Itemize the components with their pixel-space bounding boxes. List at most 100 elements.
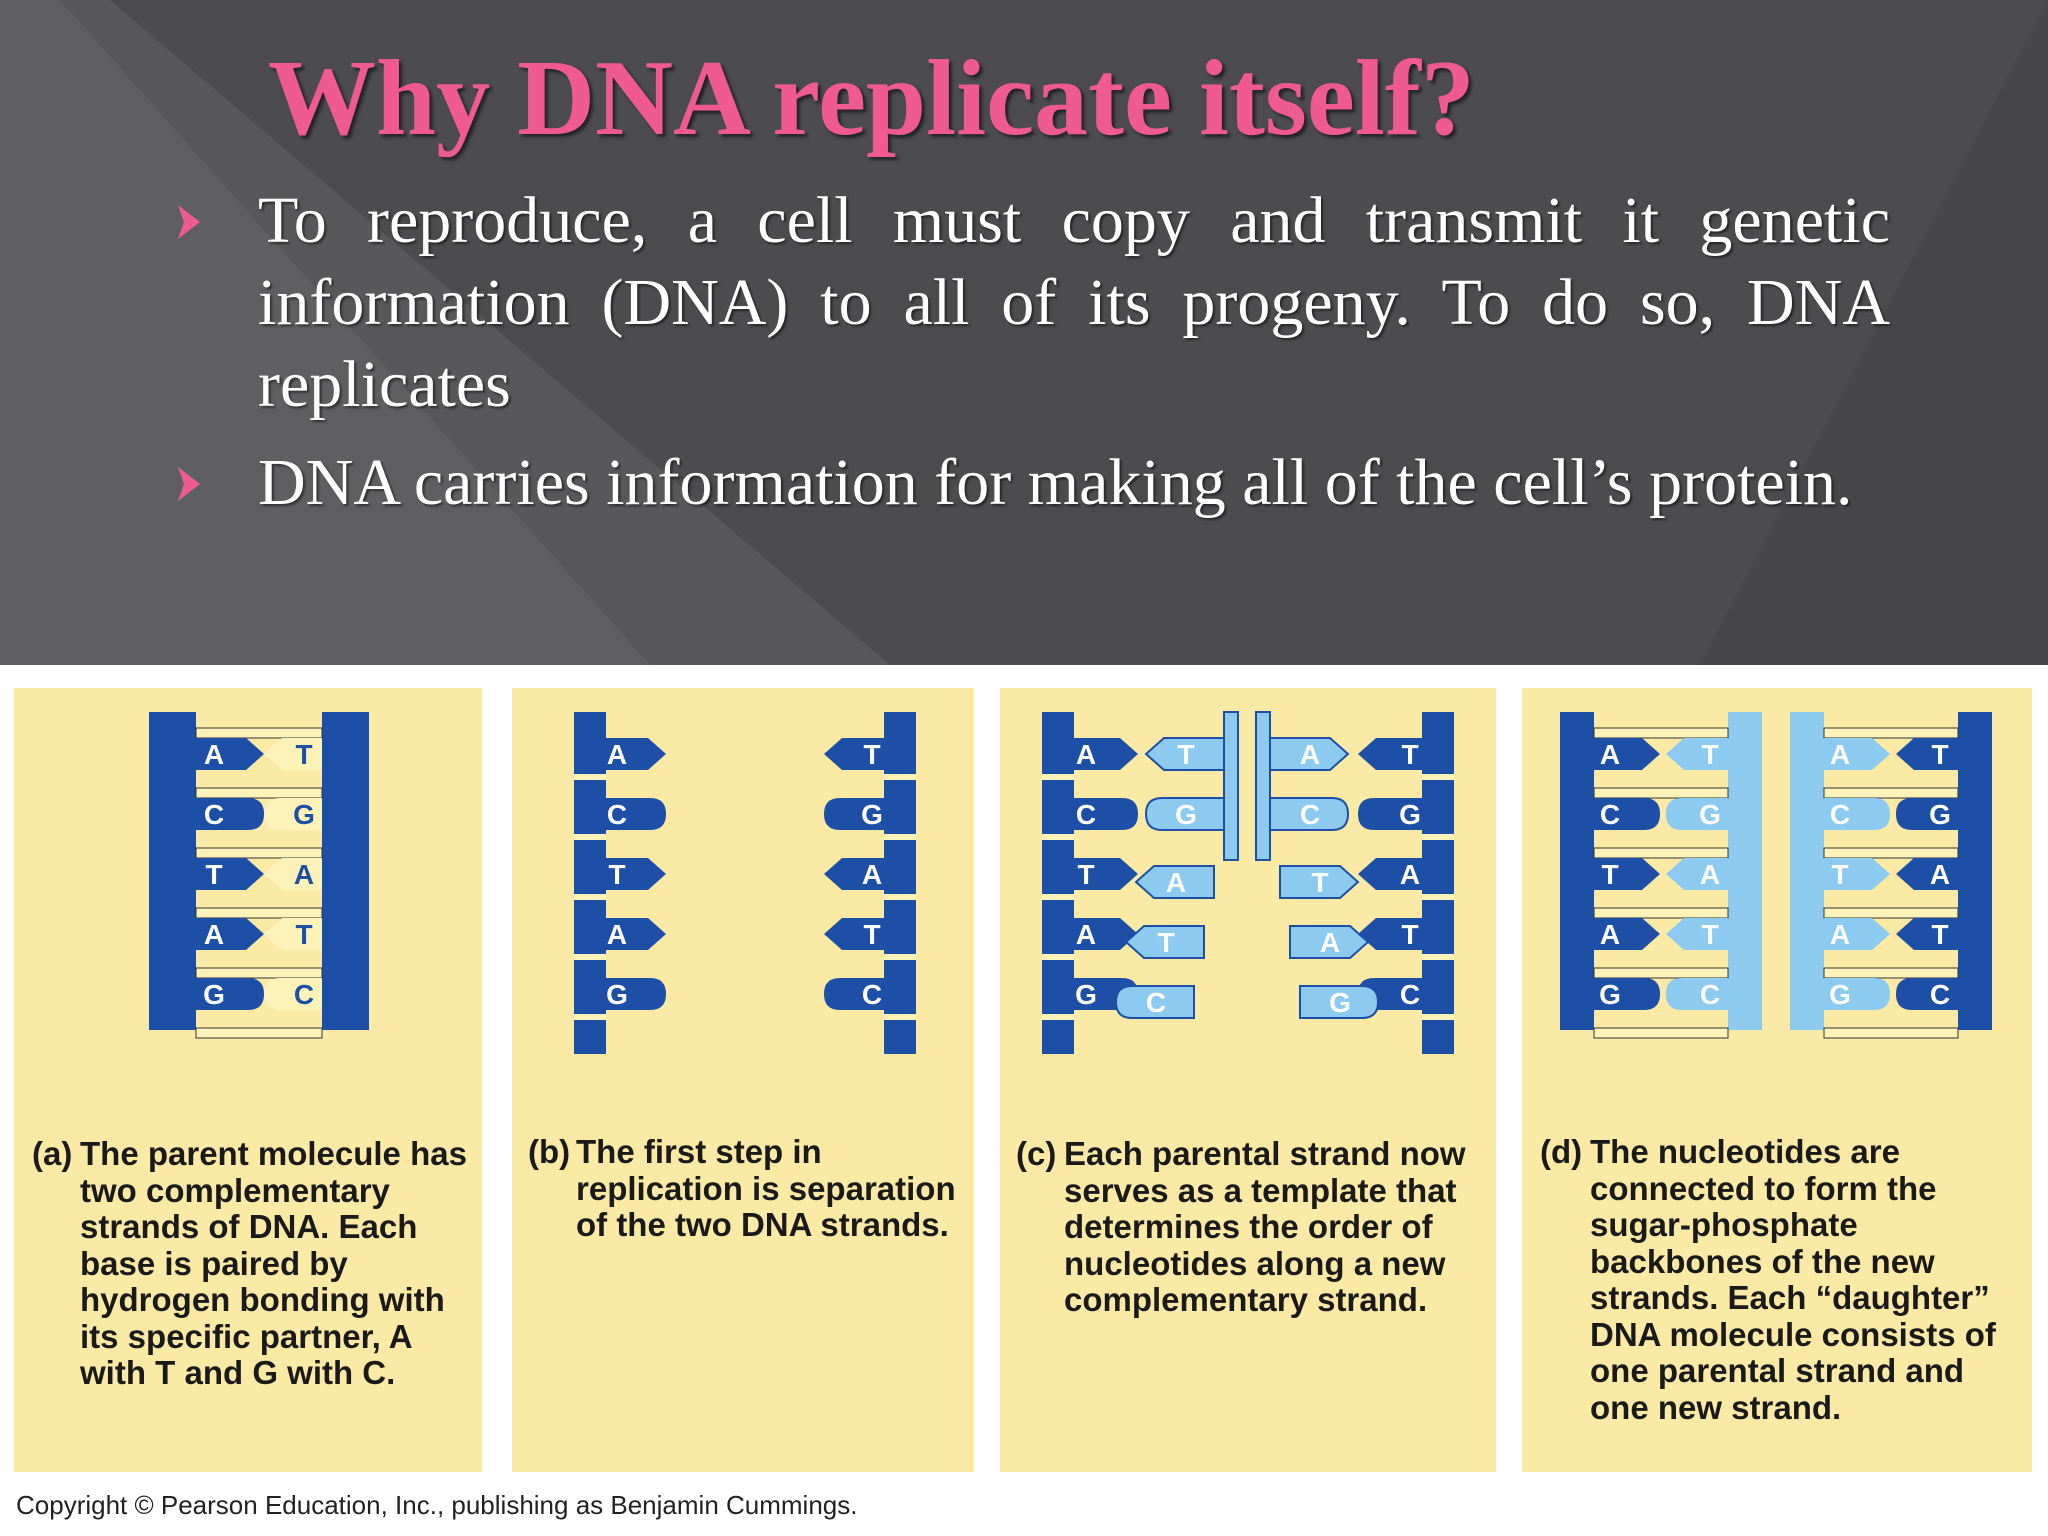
nucleotide-base [606, 918, 666, 950]
nucleotide-base [1666, 798, 1728, 830]
base-label: T [863, 739, 880, 770]
base-label: A [204, 919, 224, 950]
copyright-notice: Copyright © Pearson Education, Inc., pub… [16, 1490, 858, 1520]
nucleotide-base [1896, 858, 1958, 890]
backbone-notch [1422, 774, 1454, 780]
backbone-notch [884, 774, 916, 780]
base-label: T [1931, 919, 1948, 950]
backbone-notch [884, 894, 916, 900]
nucleotide-base [264, 738, 322, 770]
bullet-list: To reproduce, a cell must copy and trans… [170, 180, 1890, 540]
base-label: C [204, 799, 224, 830]
nucleotide-base [1114, 985, 1195, 1019]
base-label: T [1701, 919, 1718, 950]
background-diagonal-shapes [0, 0, 2048, 665]
base-label: G [1329, 987, 1351, 1018]
nucleotide-base [1358, 798, 1422, 830]
base-label: G [1699, 799, 1721, 830]
nucleotide-base [1124, 925, 1205, 959]
base-label: A [1400, 859, 1420, 890]
nucleotide-base [1358, 918, 1422, 950]
panel-c-text: Each parental strand now serves as a tem… [1064, 1135, 1466, 1318]
base-label: T [295, 739, 312, 770]
hydrogen-bond-line [1593, 907, 1729, 919]
nucleotide-base [196, 738, 264, 770]
base-label: T [1401, 919, 1418, 950]
hydrogen-bond-line [1593, 847, 1729, 859]
base-label: A [1076, 919, 1096, 950]
nucleotide-base [1594, 918, 1660, 950]
base-label: A [1830, 919, 1850, 950]
panel-a-letter: (a) [32, 1135, 73, 1172]
nucleotide-base [196, 978, 264, 1010]
bullet-item: DNA carries information for making all o… [170, 442, 1890, 524]
hydrogen-bond-line [195, 847, 323, 859]
hydrogen-bond-line [1593, 787, 1729, 799]
panel-d-letter: (d) [1540, 1133, 1583, 1170]
nucleotide-base [1594, 738, 1660, 770]
backbone-notch [574, 954, 606, 960]
base-label: A [1166, 867, 1186, 898]
panel-d-text: The nucleotides are connected to form th… [1590, 1133, 1996, 1426]
nucleotide-base [1666, 858, 1728, 890]
base-label: T [205, 859, 222, 890]
nucleotide-base [1134, 865, 1215, 899]
nucleotide-base [1594, 858, 1660, 890]
base-label: C [1076, 799, 1096, 830]
base-label: A [862, 859, 882, 890]
base-label: C [1600, 799, 1620, 830]
nucleotide-base [1824, 918, 1890, 950]
nucleotide-base [824, 738, 884, 770]
nucleotide-base [824, 978, 884, 1010]
base-label: T [1157, 927, 1174, 958]
base-label: T [863, 919, 880, 950]
nucleotide-base [1358, 858, 1422, 890]
base-label: A [1076, 739, 1096, 770]
hydrogen-bond-line [195, 967, 323, 979]
hydrogen-bond-line [195, 787, 323, 799]
hydrogen-bond-line [1823, 1027, 1959, 1039]
nucleotide-base [1896, 918, 1958, 950]
backbone-notch [574, 834, 606, 840]
hydrogen-bond-line [1593, 1027, 1729, 1039]
hydrogen-bond-line [1823, 907, 1959, 919]
panel-c-letter: (c) [1016, 1135, 1057, 1172]
nucleotide-base [1144, 797, 1225, 831]
base-label: C [607, 799, 627, 830]
hydrogen-bond-line [1593, 967, 1729, 979]
backbone-notch [1042, 774, 1074, 780]
backbone-notch [884, 834, 916, 840]
backbone-notch [1422, 954, 1454, 960]
bullet-item: To reproduce, a cell must copy and trans… [170, 180, 1890, 426]
nucleotide-base [1824, 738, 1890, 770]
nucleotide-base [1824, 798, 1890, 830]
hydrogen-bond-line [195, 907, 323, 919]
hydrogen-bond-line [195, 1027, 323, 1039]
nucleotide-base [1074, 798, 1138, 830]
base-label: A [204, 739, 224, 770]
backbone-notch [574, 1014, 606, 1020]
base-label: G [861, 799, 883, 830]
base-label: G [606, 979, 628, 1010]
base-label: A [607, 919, 627, 950]
nucleotide-base [1594, 798, 1660, 830]
base-label: G [293, 799, 315, 830]
base-label: G [1929, 799, 1951, 830]
nucleotide-base [1666, 738, 1728, 770]
bullet-arrow-icon [178, 205, 200, 239]
hydrogen-bond-line [1823, 787, 1959, 799]
nucleotide-base [1269, 737, 1350, 771]
nucleotide-base [1074, 918, 1138, 950]
nucleotide-base [1358, 738, 1422, 770]
backbone-notch [1422, 1014, 1454, 1020]
base-label: C [1146, 987, 1166, 1018]
nucleotide-base [1896, 738, 1958, 770]
nucleotide-base [1666, 918, 1728, 950]
nucleotide-base [824, 918, 884, 950]
base-label: T [1177, 739, 1194, 770]
nucleotide-base [1896, 798, 1958, 830]
base-label: T [1701, 739, 1718, 770]
